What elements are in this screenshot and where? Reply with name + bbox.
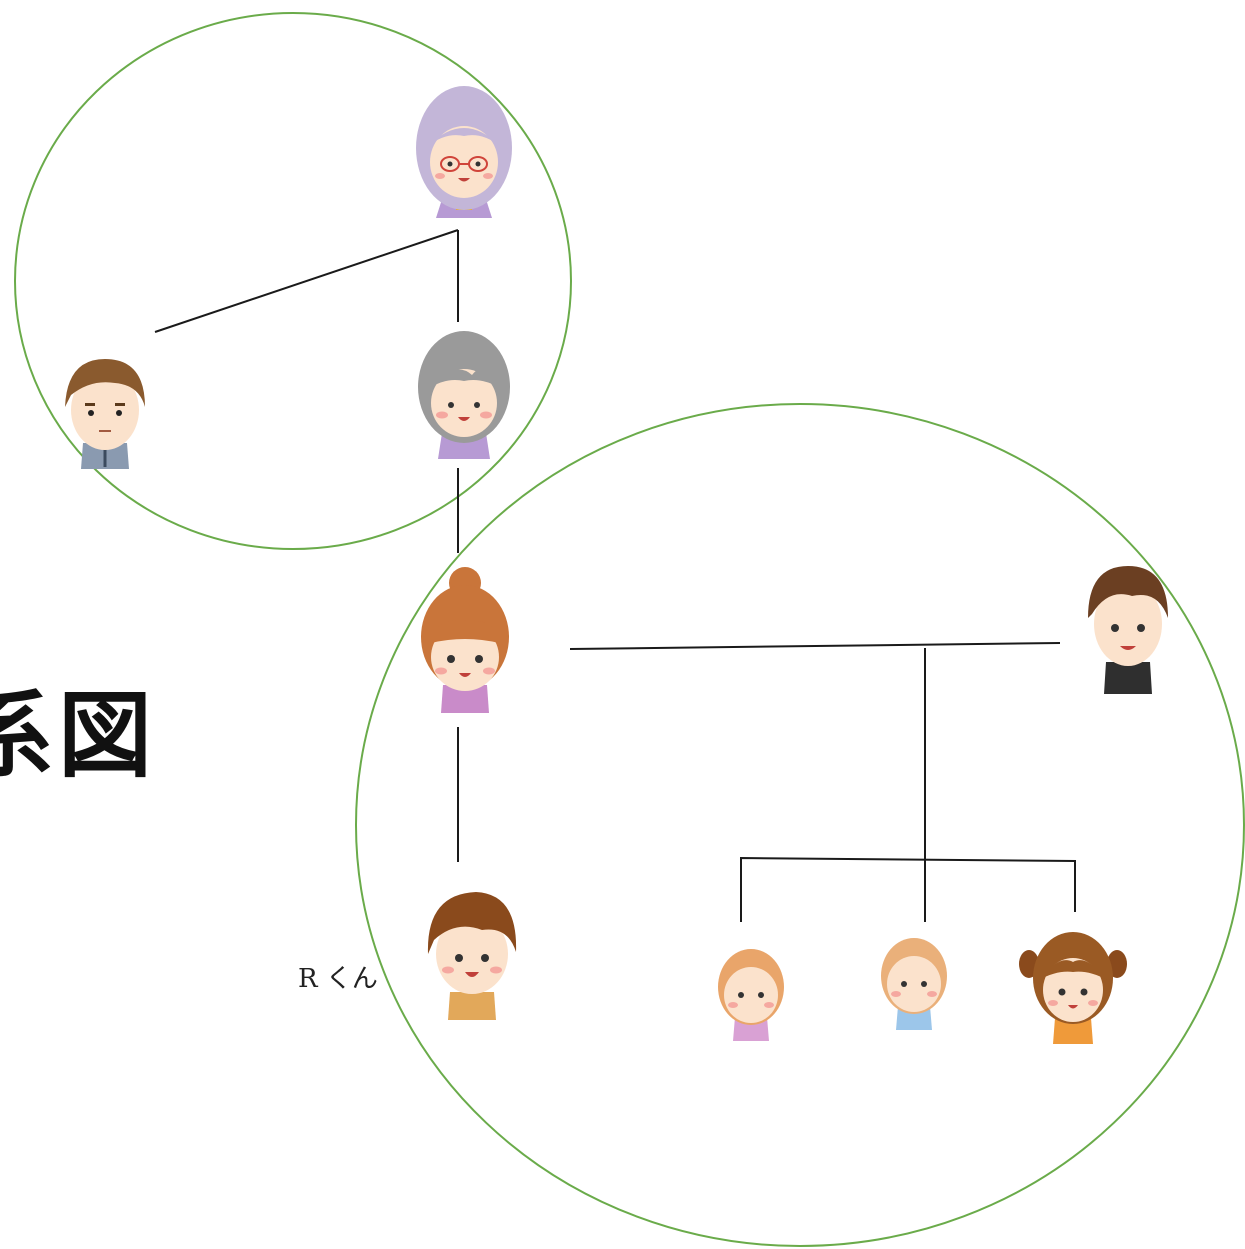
diagram-title: 系図 [0, 682, 157, 791]
relationship-lines [154, 229, 1076, 922]
line-marriage [569, 642, 1061, 650]
woman-with-bun-icon [421, 567, 509, 713]
elderly-woman-with-glasses-icon [416, 86, 512, 218]
baby-girl-icon [718, 949, 784, 1041]
lower-family-circle [355, 403, 1245, 1247]
girl-icon [1019, 932, 1127, 1044]
boy-icon [427, 892, 517, 1020]
baby-boy-icon [881, 938, 947, 1030]
upper-family-circle [14, 12, 572, 550]
young-man-icon [1088, 566, 1168, 694]
line-children-bar [740, 856, 1076, 922]
elderly-woman-icon [418, 331, 510, 459]
line-grandfather-link [154, 229, 459, 333]
man-icon [65, 359, 145, 469]
subject-label: R くん [298, 964, 378, 994]
